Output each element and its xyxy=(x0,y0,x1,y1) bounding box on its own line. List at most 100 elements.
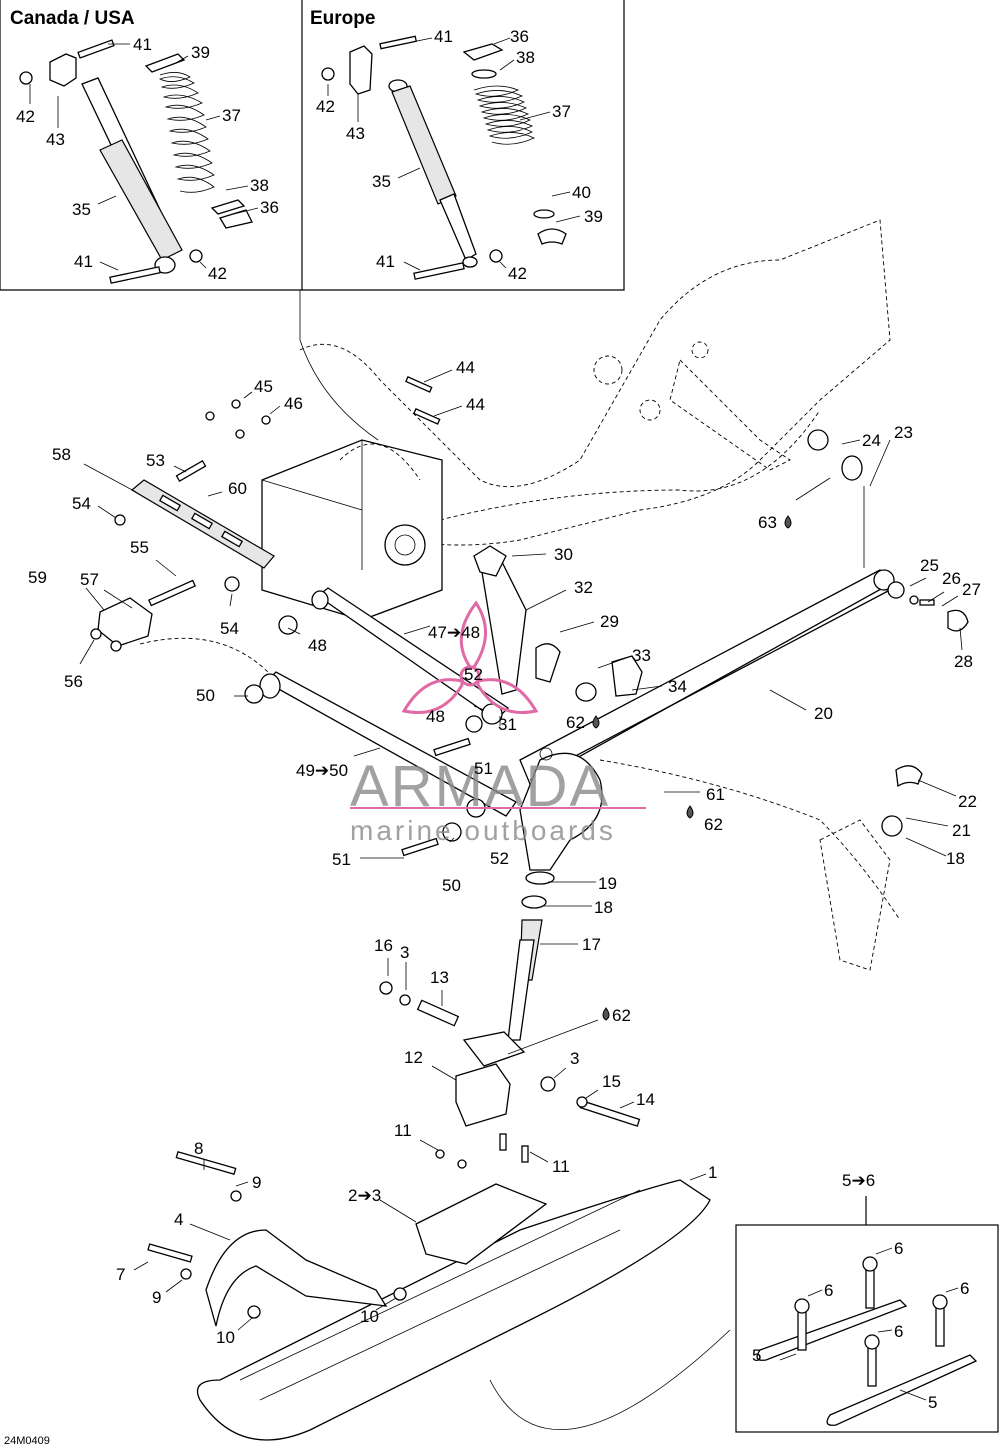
callout-43: 43 xyxy=(346,124,365,143)
shock-absorber-canada xyxy=(19,39,203,284)
callout-6: 6 xyxy=(894,1239,903,1258)
lubricant-icon xyxy=(592,715,600,729)
callout-26: 26 xyxy=(942,569,961,588)
callout-38: 38 xyxy=(250,176,269,195)
callout-54: 54 xyxy=(72,494,91,513)
callout-19: 19 xyxy=(598,874,617,893)
callout-35: 35 xyxy=(372,172,391,191)
callout-39: 39 xyxy=(584,207,603,226)
callout-27: 27 xyxy=(962,580,981,599)
callout-62: 62 xyxy=(566,713,585,732)
callout-62: 62 xyxy=(704,815,723,834)
callout-5: 5 xyxy=(928,1393,937,1412)
callout-28: 28 xyxy=(954,652,973,671)
callout-32: 32 xyxy=(574,578,593,597)
callout-52: 52 xyxy=(464,665,483,684)
callout-10: 10 xyxy=(216,1328,235,1347)
watermark-tagline: marine outboards xyxy=(350,815,616,846)
region-label-canada-usa: Canada / USA xyxy=(10,8,135,29)
spring-canada xyxy=(144,53,253,229)
callout-31: 31 xyxy=(498,715,517,734)
callout-63: 63 xyxy=(758,513,777,532)
callout-12: 12 xyxy=(404,1048,423,1067)
callout-60: 60 xyxy=(228,479,247,498)
callout-48: 48 xyxy=(308,636,327,655)
callout-52: 52 xyxy=(490,849,509,868)
pin-13 xyxy=(379,981,460,1027)
lower-a-arm xyxy=(259,671,517,817)
callout-49-50: 49➔50 xyxy=(296,761,348,780)
callout-11: 11 xyxy=(552,1157,570,1176)
callout-51: 51 xyxy=(474,759,493,778)
callout-45: 45 xyxy=(254,377,273,396)
ski xyxy=(196,1179,711,1441)
callout-38: 38 xyxy=(516,48,535,67)
callout-37: 37 xyxy=(222,106,241,125)
callout-50: 50 xyxy=(196,686,215,705)
callout-41: 41 xyxy=(376,252,395,271)
callout-29: 29 xyxy=(600,612,619,631)
callout-41: 41 xyxy=(434,27,453,46)
stabilizer-bar xyxy=(97,479,275,647)
callout-54: 54 xyxy=(220,619,239,638)
callout-5-6: 5➔6 xyxy=(842,1171,875,1190)
callout-42: 42 xyxy=(16,107,35,126)
misc-hardware xyxy=(90,376,969,1169)
callout-42: 42 xyxy=(208,264,227,283)
leader-lines xyxy=(29,37,963,1431)
ski-handle xyxy=(147,1151,407,1327)
lubricant-icon xyxy=(784,515,792,529)
callout-3: 3 xyxy=(570,1049,579,1068)
bolt-14 xyxy=(540,1076,641,1127)
callout-51: 51 xyxy=(332,850,351,869)
spindle xyxy=(462,871,555,1067)
callout-4: 4 xyxy=(174,1210,183,1229)
callout-8: 8 xyxy=(194,1139,203,1158)
callout-42: 42 xyxy=(508,264,527,283)
callout-24: 24 xyxy=(862,431,881,450)
region-label-europe: Europe xyxy=(310,8,375,29)
chassis-frame-phantom xyxy=(299,219,901,971)
callouts: 41 39 37 42 43 38 35 36 41 42 41 36 38 4… xyxy=(16,27,981,1412)
callout-17: 17 xyxy=(582,935,601,954)
callout-56: 56 xyxy=(64,672,83,691)
callout-5: 5 xyxy=(752,1346,761,1365)
propeller-logo-icon xyxy=(401,600,539,714)
callout-3: 3 xyxy=(400,943,409,962)
callout-9: 9 xyxy=(252,1173,261,1192)
callout-59: 59 xyxy=(28,568,47,587)
callout-36: 36 xyxy=(510,27,529,46)
spindle-housing xyxy=(519,747,603,871)
callout-1: 1 xyxy=(708,1163,717,1182)
callout-22: 22 xyxy=(958,792,977,811)
callout-44: 44 xyxy=(466,395,485,414)
callout-11: 11 xyxy=(394,1121,412,1140)
callout-41: 41 xyxy=(74,252,93,271)
callout-20: 20 xyxy=(814,704,833,723)
lubricant-symbols xyxy=(592,515,792,1021)
callout-47-48: 47➔48 xyxy=(428,623,480,642)
callout-7: 7 xyxy=(116,1265,125,1284)
callout-23: 23 xyxy=(894,423,913,442)
callout-57: 57 xyxy=(80,570,99,589)
callout-53: 53 xyxy=(146,451,165,470)
callout-33: 33 xyxy=(632,646,651,665)
callout-50: 50 xyxy=(442,876,461,895)
callout-6: 6 xyxy=(894,1322,903,1341)
trailing-arm xyxy=(519,569,895,785)
callout-13: 13 xyxy=(430,968,449,987)
callout-9: 9 xyxy=(152,1288,161,1307)
callout-6: 6 xyxy=(960,1279,969,1298)
callout-10: 10 xyxy=(360,1307,379,1326)
callout-35: 35 xyxy=(72,200,91,219)
callout-25: 25 xyxy=(920,556,939,575)
callout-14: 14 xyxy=(636,1090,655,1109)
lubricant-icon xyxy=(602,1007,610,1021)
callout-44: 44 xyxy=(456,358,475,377)
shock-absorber-europe xyxy=(321,35,503,280)
callout-34: 34 xyxy=(668,677,687,696)
callout-37: 37 xyxy=(552,102,571,121)
